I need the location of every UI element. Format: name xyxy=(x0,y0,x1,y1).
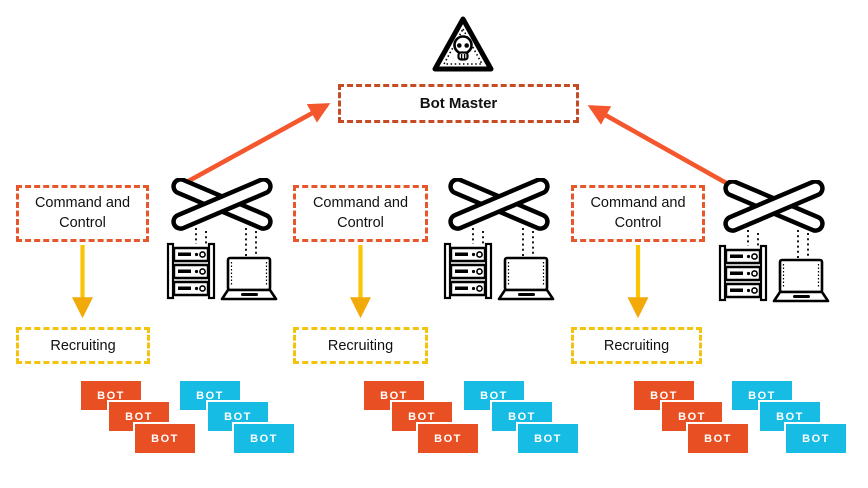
command-control-label: Command and Control xyxy=(590,194,686,231)
command-control-label: Command and Control xyxy=(312,194,409,231)
bot-label: BOT xyxy=(802,432,830,445)
bot-stack-orange-right: BOT BOT BOT xyxy=(632,379,752,457)
bot-label: BOT xyxy=(508,410,536,423)
recruiting-box-middle: Recruiting xyxy=(293,327,428,364)
bot-stack-orange-left: BOT BOT BOT xyxy=(79,379,199,457)
bot-label: BOT xyxy=(434,432,462,445)
bot-chip: BOT xyxy=(686,422,750,455)
bot-label: BOT xyxy=(224,410,252,423)
switch-to-botmaster-arrow-left xyxy=(172,102,331,192)
bot-master-box: Bot Master xyxy=(338,84,579,123)
command-control-box-right: Command and Control xyxy=(571,185,705,242)
recruiting-label: Recruiting xyxy=(327,337,394,354)
command-control-box-middle: Command and Control xyxy=(293,185,428,242)
bot-stack-cyan-right: BOT BOT BOT xyxy=(730,379,850,457)
recruiting-label: Recruiting xyxy=(603,337,670,354)
bot-chip: BOT xyxy=(133,422,197,455)
bot-label: BOT xyxy=(650,389,678,402)
bot-master-label: Bot Master xyxy=(419,95,498,112)
network-switch-group-middle xyxy=(443,178,555,304)
bot-chip: BOT xyxy=(784,422,848,455)
bot-label: BOT xyxy=(408,410,436,423)
recruiting-box-right: Recruiting xyxy=(571,327,702,364)
bot-label: BOT xyxy=(250,432,278,445)
network-switch-group-right xyxy=(718,180,830,306)
bot-label: BOT xyxy=(678,410,706,423)
bot-label: BOT xyxy=(776,410,804,423)
bot-label: BOT xyxy=(125,410,153,423)
recruiting-box-left: Recruiting xyxy=(16,327,150,364)
bot-stack-orange-middle: BOT BOT BOT xyxy=(362,379,482,457)
bot-label: BOT xyxy=(97,389,125,402)
command-control-box-left: Command and Control xyxy=(16,185,149,242)
bot-label: BOT xyxy=(196,389,224,402)
bot-chip: BOT xyxy=(416,422,480,455)
bot-chip: BOT xyxy=(232,422,296,455)
bot-label: BOT xyxy=(480,389,508,402)
skull-warning-icon xyxy=(432,16,494,72)
bot-label: BOT xyxy=(534,432,562,445)
bot-stack-cyan-middle: BOT BOT BOT xyxy=(462,379,582,457)
bot-label: BOT xyxy=(380,389,408,402)
bot-chip: BOT xyxy=(516,422,580,455)
command-control-label: Command and Control xyxy=(34,194,131,231)
recruiting-label: Recruiting xyxy=(50,337,116,354)
bot-stack-cyan-left: BOT BOT BOT xyxy=(178,379,298,457)
bot-label: BOT xyxy=(748,389,776,402)
bot-label: BOT xyxy=(151,432,179,445)
bot-label: BOT xyxy=(704,432,732,445)
network-switch-group-left xyxy=(166,178,278,304)
